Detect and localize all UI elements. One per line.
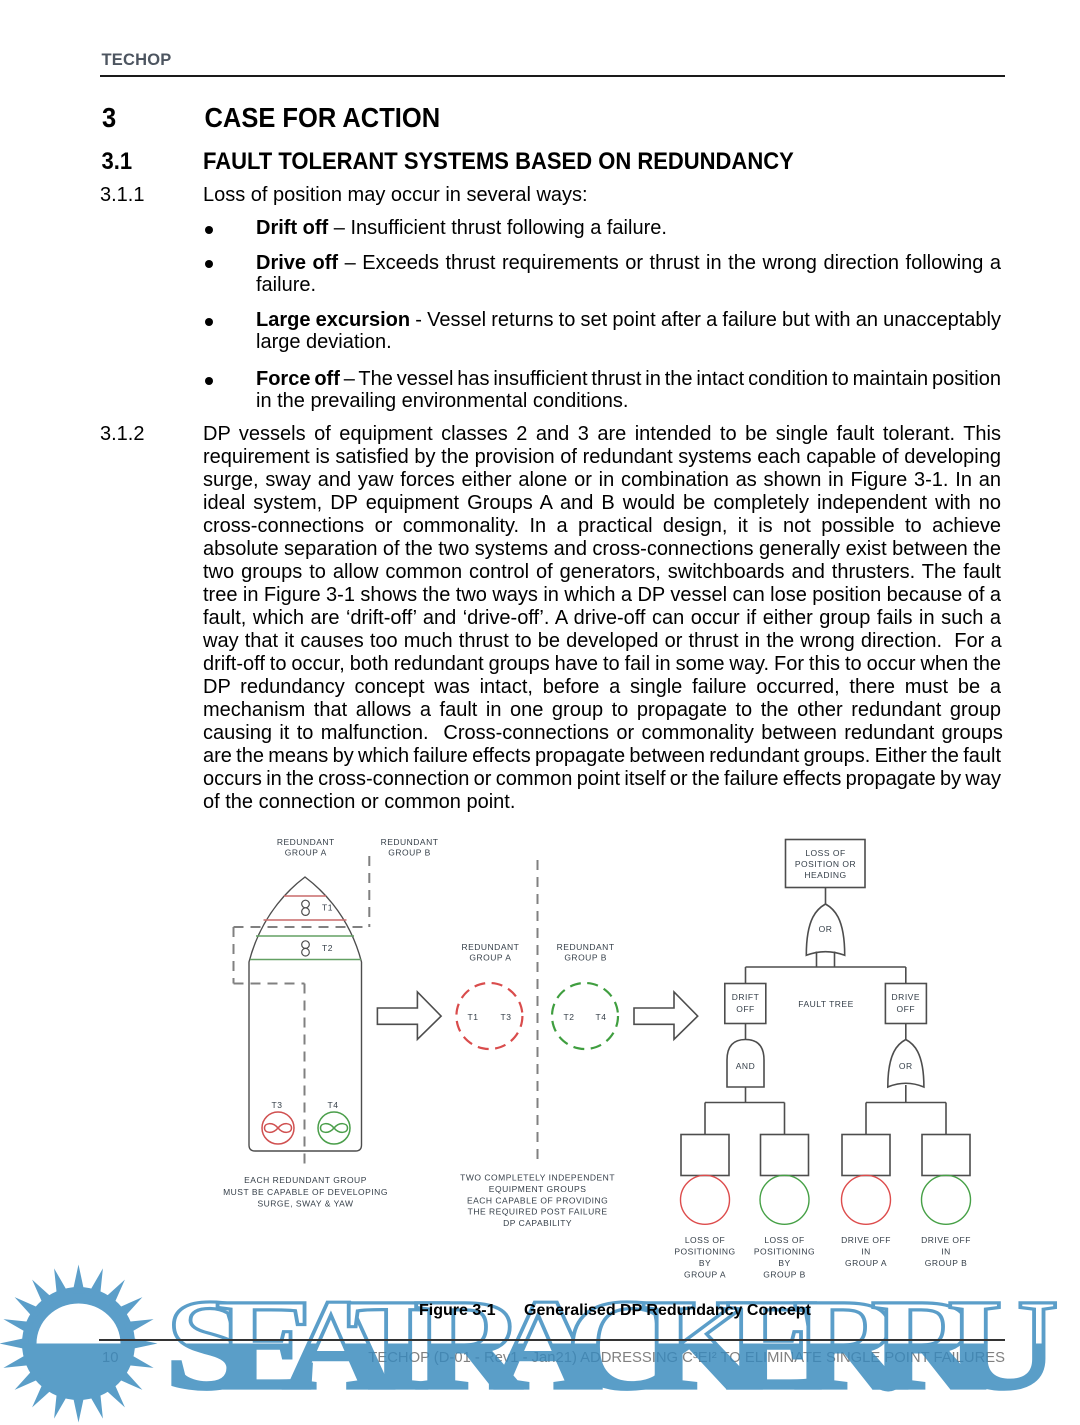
svg-text:GROUP A: GROUP A [469,953,511,963]
svg-text:DP CAPABILITY: DP CAPABILITY [503,1218,572,1228]
svg-text:REDUNDANT: REDUNDANT [461,942,519,952]
svg-text:GROUP B: GROUP B [763,1270,806,1280]
svg-text:LOSS OF: LOSS OF [685,1235,725,1245]
svg-text:MUST BE CAPABLE OF DEVELOPING: MUST BE CAPABLE OF DEVELOPING [223,1187,388,1197]
svg-text:BY: BY [778,1258,790,1268]
svg-text:GROUP A: GROUP A [684,1270,726,1280]
svg-text:SEATRACKER.RU: SEATRACKER.RU [165,1273,1059,1417]
svg-text:DRIVE OFF: DRIVE OFF [841,1235,891,1245]
svg-text:TWO COMPLETELY INDEPENDENT: TWO COMPLETELY INDEPENDENT [460,1173,615,1183]
svg-text:REDUNDANT: REDUNDANT [557,942,615,952]
svg-text:T2: T2 [322,943,333,953]
svg-text:GROUP A: GROUP A [845,1258,887,1268]
svg-text:DRIVE: DRIVE [892,992,920,1002]
svg-text:IN: IN [941,1247,951,1257]
svg-text:BY: BY [699,1258,711,1268]
svg-text:LOSS OF: LOSS OF [805,848,845,858]
svg-text:T4: T4 [596,1012,607,1022]
svg-text:T4: T4 [328,1100,339,1110]
svg-text:AND: AND [736,1061,755,1071]
svg-text:T3: T3 [501,1012,512,1022]
svg-text:GROUP B: GROUP B [925,1258,968,1268]
svg-text:REDUNDANT: REDUNDANT [381,837,439,847]
svg-text:REDUNDANT: REDUNDANT [277,837,335,847]
svg-text:EQUIPMENT GROUPS: EQUIPMENT GROUPS [489,1184,587,1194]
svg-text:POSITIONING: POSITIONING [674,1247,735,1257]
svg-text:EACH REDUNDANT GROUP: EACH REDUNDANT GROUP [244,1175,367,1185]
svg-text:T3: T3 [272,1100,283,1110]
svg-text:GROUP A: GROUP A [285,848,327,858]
svg-text:OFF: OFF [897,1004,916,1014]
svg-text:T1: T1 [322,903,333,913]
svg-text:OFF: OFF [736,1004,755,1014]
svg-text:POSITION OR: POSITION OR [795,859,856,869]
svg-text:SURGE, SWAY & YAW: SURGE, SWAY & YAW [257,1199,353,1209]
svg-text:POSITIONING: POSITIONING [754,1247,815,1257]
svg-text:SEATRACKER.RU: SEATRACKER.RU [165,1273,1059,1417]
svg-text:DRIVE OFF: DRIVE OFF [921,1235,971,1245]
svg-text:T2: T2 [564,1012,575,1022]
svg-text:GROUP B: GROUP B [564,953,607,963]
svg-text:OR: OR [899,1061,913,1071]
svg-text:HEADING: HEADING [804,870,846,880]
svg-text:T1: T1 [468,1012,479,1022]
svg-text:THE REQUIRED POST FAILURE: THE REQUIRED POST FAILURE [468,1207,608,1217]
svg-text:OR: OR [819,924,833,934]
svg-text:FAULT TREE: FAULT TREE [798,999,854,1009]
svg-text:DRIFT: DRIFT [732,992,760,1002]
svg-text:IN: IN [861,1247,871,1257]
svg-text:GROUP B: GROUP B [388,848,431,858]
svg-text:EACH CAPABLE OF PROVIDING: EACH CAPABLE OF PROVIDING [467,1195,608,1205]
svg-text:LOSS OF: LOSS OF [764,1235,804,1245]
